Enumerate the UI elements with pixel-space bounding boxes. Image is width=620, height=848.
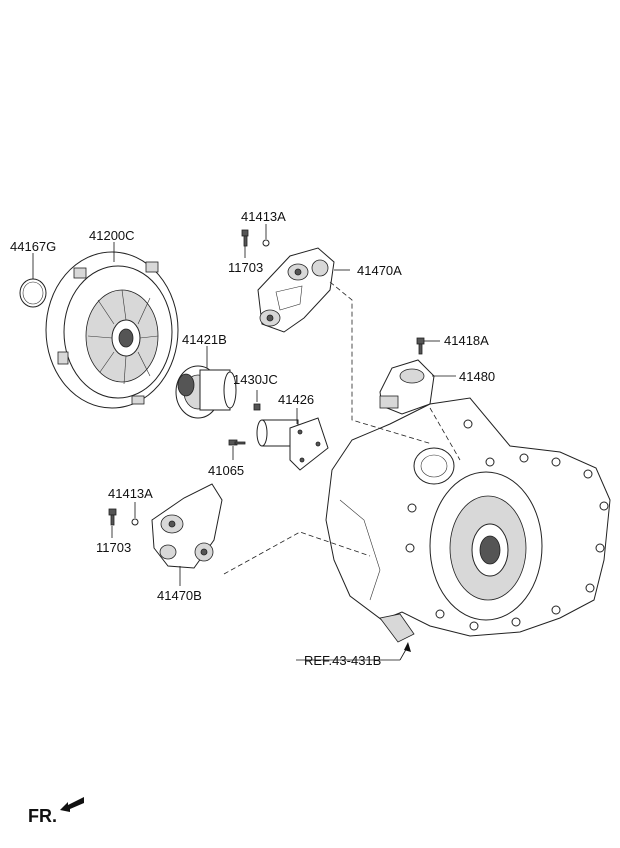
bolt-41065-part[interactable] xyxy=(228,439,246,446)
label-41480: 41480 xyxy=(459,369,495,384)
bolt-1430jc-part[interactable] xyxy=(253,403,261,411)
cover-41480-part[interactable] xyxy=(379,359,435,415)
release-bearing-part[interactable] xyxy=(175,365,237,419)
bolt-11703-bottom-part[interactable] xyxy=(108,508,117,526)
label-41421b: 41421B xyxy=(182,332,227,347)
snap-ring-part[interactable] xyxy=(19,278,47,308)
label-41470b: 41470B xyxy=(157,588,202,603)
release-sleeve-part[interactable] xyxy=(256,417,329,471)
nut-41413a-top-part[interactable] xyxy=(262,239,270,247)
bracket-41470a-part[interactable] xyxy=(257,247,335,333)
front-direction-label: FR. xyxy=(28,806,57,826)
label-41413a-bottom: 41413A xyxy=(108,486,153,501)
clutch-cover-part[interactable] xyxy=(45,251,179,409)
label-41200c: 41200C xyxy=(89,228,135,243)
label-41470a: 41470A xyxy=(357,263,402,278)
label-44167g: 44167G xyxy=(10,239,56,254)
label-41426: 41426 xyxy=(278,392,314,407)
front-direction-arrow-icon xyxy=(60,797,84,812)
label-11703-bottom: 11703 xyxy=(96,540,131,555)
nut-41413a-bottom-part[interactable] xyxy=(131,518,139,526)
label-41413a-top: 41413A xyxy=(241,209,286,224)
reference-label: REF.43-431B xyxy=(304,653,381,668)
transmission-case xyxy=(325,397,611,643)
label-41418a: 41418A xyxy=(444,333,489,348)
bracket-41470b-part[interactable] xyxy=(151,483,223,569)
label-11703-top: 11703 xyxy=(228,260,263,275)
label-41065: 41065 xyxy=(208,463,244,478)
bolt-41418a-part[interactable] xyxy=(416,337,425,355)
label-1430jc: 1430JC xyxy=(233,372,278,387)
bolt-11703-top-part[interactable] xyxy=(241,229,249,247)
